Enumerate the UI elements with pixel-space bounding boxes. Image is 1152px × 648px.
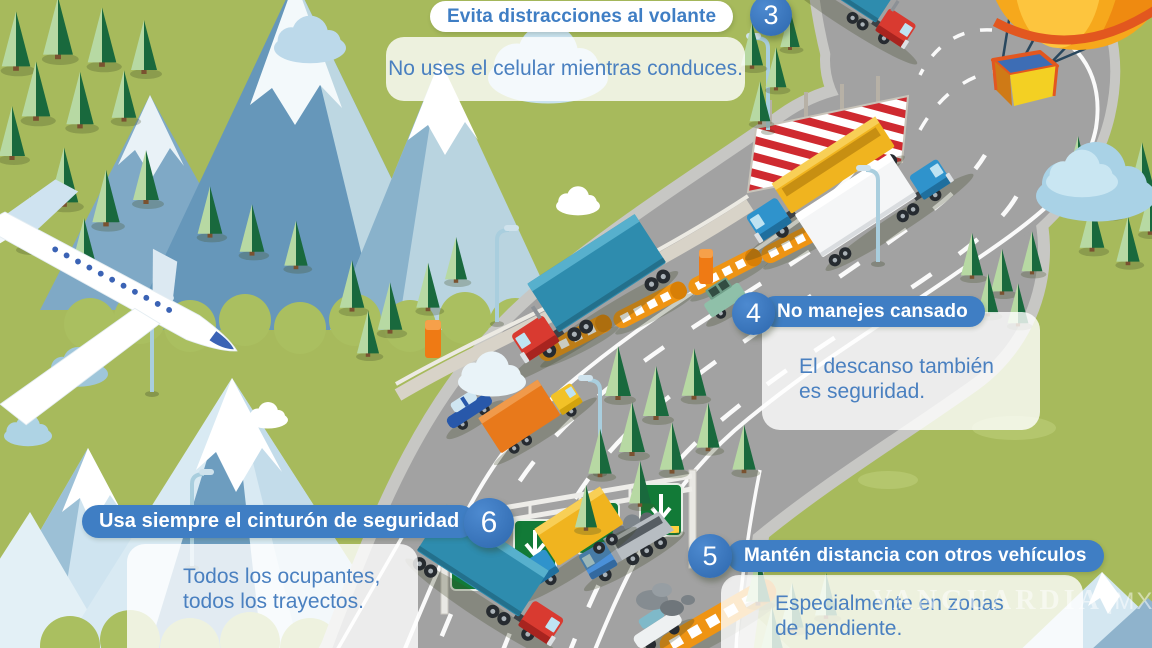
tip-4-number-badge: 4: [732, 292, 775, 335]
tip-5-title-pill: Mantén distancia con otros vehículos: [727, 540, 1104, 572]
sos-posts: [425, 249, 713, 358]
watermark-suffix: MX: [1114, 588, 1152, 615]
truck-white-box: [794, 153, 974, 271]
rock-piles: [636, 583, 695, 616]
tip-6-description-bubble: Todos los ocupantes, todos los trayectos…: [127, 544, 418, 648]
tip-3-title-pill: Evita distracciones al volante: [430, 1, 734, 32]
airplane: [0, 179, 238, 426]
tip-4-title-pill: No manejes cansado: [760, 296, 985, 327]
watermark: VANGUARDIA | MX: [872, 585, 1152, 617]
tip-6-number-badge: 6: [464, 498, 514, 548]
mountains-top-left: [40, 0, 565, 354]
truck-teal-semi-top: [774, 0, 918, 65]
watermark-separator: |: [1106, 587, 1114, 615]
car-blue-sedan: [446, 390, 504, 440]
tip-5-description-bubble: Especialmente en zonas de pendiente.: [721, 575, 1083, 648]
truck-orange-box: [478, 379, 597, 466]
tip-5-number-badge: 5: [688, 534, 732, 578]
hot-air-balloon: [991, 0, 1152, 106]
watermark-brand: VANGUARDIA: [872, 585, 1103, 616]
tip-4-description-bubble: El descanso también es seguridad.: [762, 312, 1040, 430]
truck-red-teal-semi: [510, 214, 679, 382]
tip-3-description-bubble: No uses el celular mientras conduces.: [386, 37, 745, 101]
tip-6-title-pill: Usa siempre el cinturón de seguridad: [82, 505, 477, 538]
tip-3-number-badge: 3: [750, 0, 792, 36]
car-white: [633, 607, 695, 648]
